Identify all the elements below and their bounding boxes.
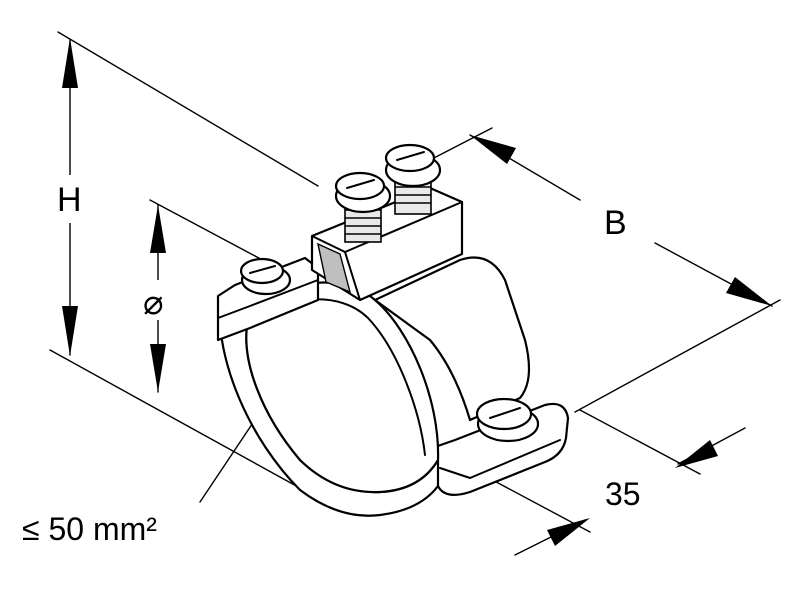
depth-arrow-top bbox=[675, 440, 718, 468]
width-extension-bottom bbox=[574, 299, 781, 413]
diameter-arrow-bottom bbox=[150, 344, 166, 392]
width-arrow-top bbox=[470, 135, 516, 164]
height-extension-top bbox=[57, 31, 319, 187]
depth-arrow-bottom bbox=[547, 518, 590, 546]
cross-section-label: ≤ 50 mm² bbox=[22, 511, 157, 547]
terminal-screw-right bbox=[384, 143, 442, 215]
pipe-clamp bbox=[216, 143, 570, 517]
wire-hole bbox=[317, 242, 352, 294]
width-extension-top bbox=[429, 127, 493, 161]
flange-screw-left bbox=[239, 257, 292, 296]
flange-screw-left-slot bbox=[249, 265, 276, 274]
depth-dimension: 35 bbox=[469, 409, 746, 556]
flange-screw-right bbox=[475, 397, 540, 443]
height-arrow-top bbox=[62, 38, 78, 88]
clamp-right-wall bbox=[373, 256, 531, 422]
flange-screw-right-slot bbox=[489, 407, 521, 419]
width-label: B bbox=[604, 204, 627, 242]
lower-flange-edge bbox=[439, 439, 561, 479]
width-dimension: B bbox=[429, 127, 781, 413]
screw-slot-right bbox=[396, 151, 425, 161]
height-label-bg bbox=[52, 175, 90, 223]
terminal-block-front-edge bbox=[344, 251, 361, 301]
screw-slot-left bbox=[346, 179, 375, 189]
height-dimension: H bbox=[49, 31, 319, 499]
height-arrow-bottom bbox=[62, 306, 78, 356]
diameter-arrow-top bbox=[150, 205, 166, 253]
height-extension-bottom bbox=[49, 349, 319, 499]
terminal-screw-left bbox=[334, 171, 392, 243]
width-arrow-bottom bbox=[726, 277, 772, 306]
depth-label: 35 bbox=[605, 476, 641, 512]
left-flange-seam bbox=[217, 279, 319, 319]
diameter-dimension: ⌀ bbox=[142, 199, 301, 393]
height-label: H bbox=[57, 181, 82, 219]
diameter-label-bg bbox=[142, 280, 176, 320]
flange-screw-left-head bbox=[239, 257, 285, 285]
diameter-label: ⌀ bbox=[143, 284, 163, 322]
